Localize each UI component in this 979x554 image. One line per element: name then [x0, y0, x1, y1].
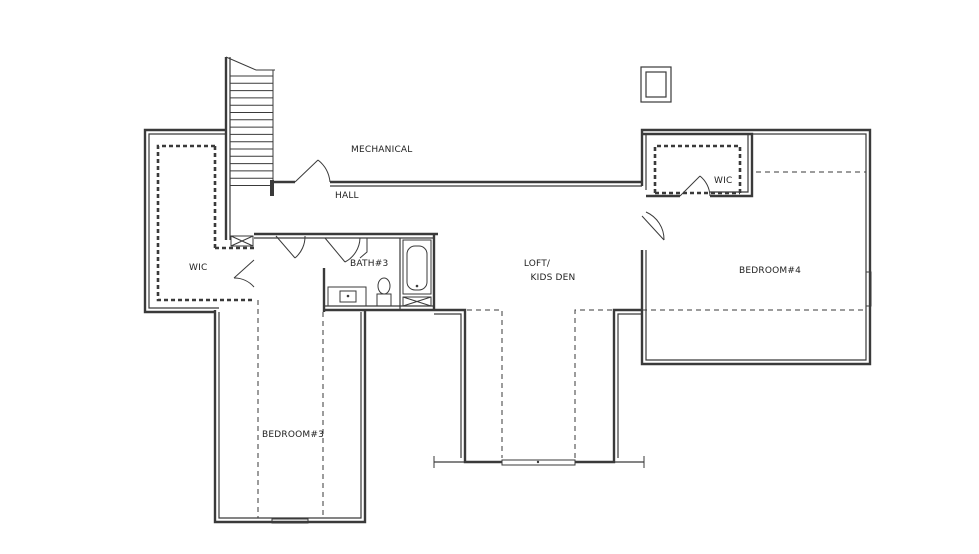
hall-walls	[273, 159, 642, 187]
bath3-label: BATH#3	[350, 259, 388, 269]
wic-left-room	[143, 128, 255, 314]
bath3-room	[254, 232, 438, 312]
bedroom3-label: BEDROOM#3	[262, 430, 324, 440]
bedroom4-room	[640, 128, 872, 366]
hall-label: HALL	[335, 191, 359, 201]
wic-right-label: WIC	[714, 176, 732, 186]
bedroom4-label: BEDROOM#4	[739, 266, 801, 276]
loft-room	[433, 308, 645, 468]
skylight-square	[640, 66, 672, 103]
loft-label-line1: LOFT/	[524, 259, 551, 269]
bedroom3-room	[213, 300, 367, 524]
wic-left-label: WIC	[189, 263, 207, 273]
mechanical-label: MECHANICAL	[351, 145, 413, 155]
staircase	[224, 56, 275, 240]
wic-right-room	[642, 132, 754, 198]
loft-label-line2: KIDS DEN	[530, 273, 575, 283]
